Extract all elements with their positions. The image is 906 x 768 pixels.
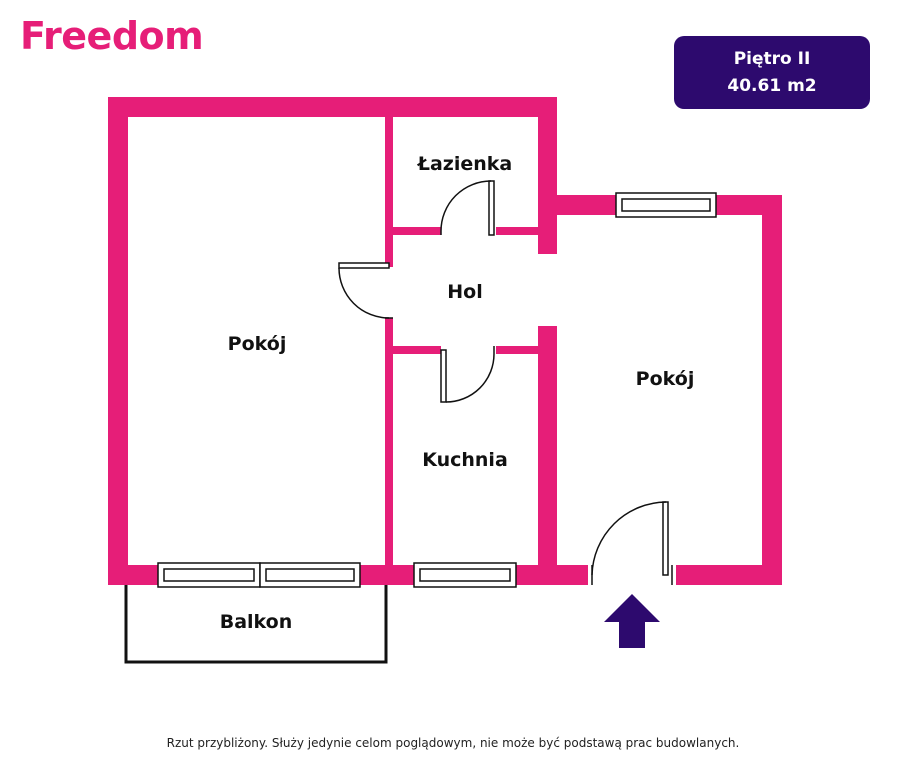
walls <box>108 97 782 585</box>
wall-top-right-a <box>538 195 616 215</box>
room-label-hol: Hol <box>447 281 482 303</box>
doors <box>338 180 673 585</box>
room-label-kuchnia: Kuchnia <box>422 449 508 471</box>
wall-bath-right <box>496 227 538 235</box>
wall-bottom-a <box>108 565 158 585</box>
floor-label: Piętro II <box>733 48 811 69</box>
disclaimer-text: Rzut przybliżony. Służy jedynie celom po… <box>166 736 740 750</box>
windows <box>157 192 717 588</box>
balcony <box>124 584 388 664</box>
wall-bath-left <box>393 227 441 235</box>
wall-partition-upper <box>385 117 393 267</box>
room-label-lazienka: Łazienka <box>417 153 512 175</box>
window-top-right <box>615 192 717 218</box>
wall-bottom-b <box>360 565 414 585</box>
room-label-balkon: Balkon <box>220 611 293 633</box>
window-kitchen <box>413 562 517 588</box>
wall-left <box>108 97 128 584</box>
door-left-room <box>338 262 393 319</box>
wall-right <box>762 195 782 585</box>
wall-bottom-c <box>516 565 588 585</box>
room-label-pokoj-right: Pokój <box>636 368 695 390</box>
area-label: 40.61 m2 <box>727 75 817 96</box>
door-kitchen <box>440 346 495 403</box>
wall-kitchen-left <box>393 346 441 354</box>
wall-top-left <box>108 97 557 117</box>
wall-middle-upper <box>538 97 557 254</box>
arrow-up-icon <box>604 594 660 648</box>
door-entrance <box>591 501 673 585</box>
window-balcony-b <box>259 562 361 588</box>
room-label-pokoj-left: Pokój <box>228 333 287 355</box>
wall-middle-lower <box>538 326 557 585</box>
window-balcony-a <box>157 562 261 588</box>
brand-logo: Freedom <box>20 14 204 58</box>
wall-partition-lower <box>385 318 393 565</box>
wall-bottom-d <box>676 565 782 585</box>
door-bathroom <box>440 180 495 236</box>
wall-kitchen-right <box>496 346 538 354</box>
floor-info-badge: Piętro II 40.61 m2 <box>674 36 870 109</box>
